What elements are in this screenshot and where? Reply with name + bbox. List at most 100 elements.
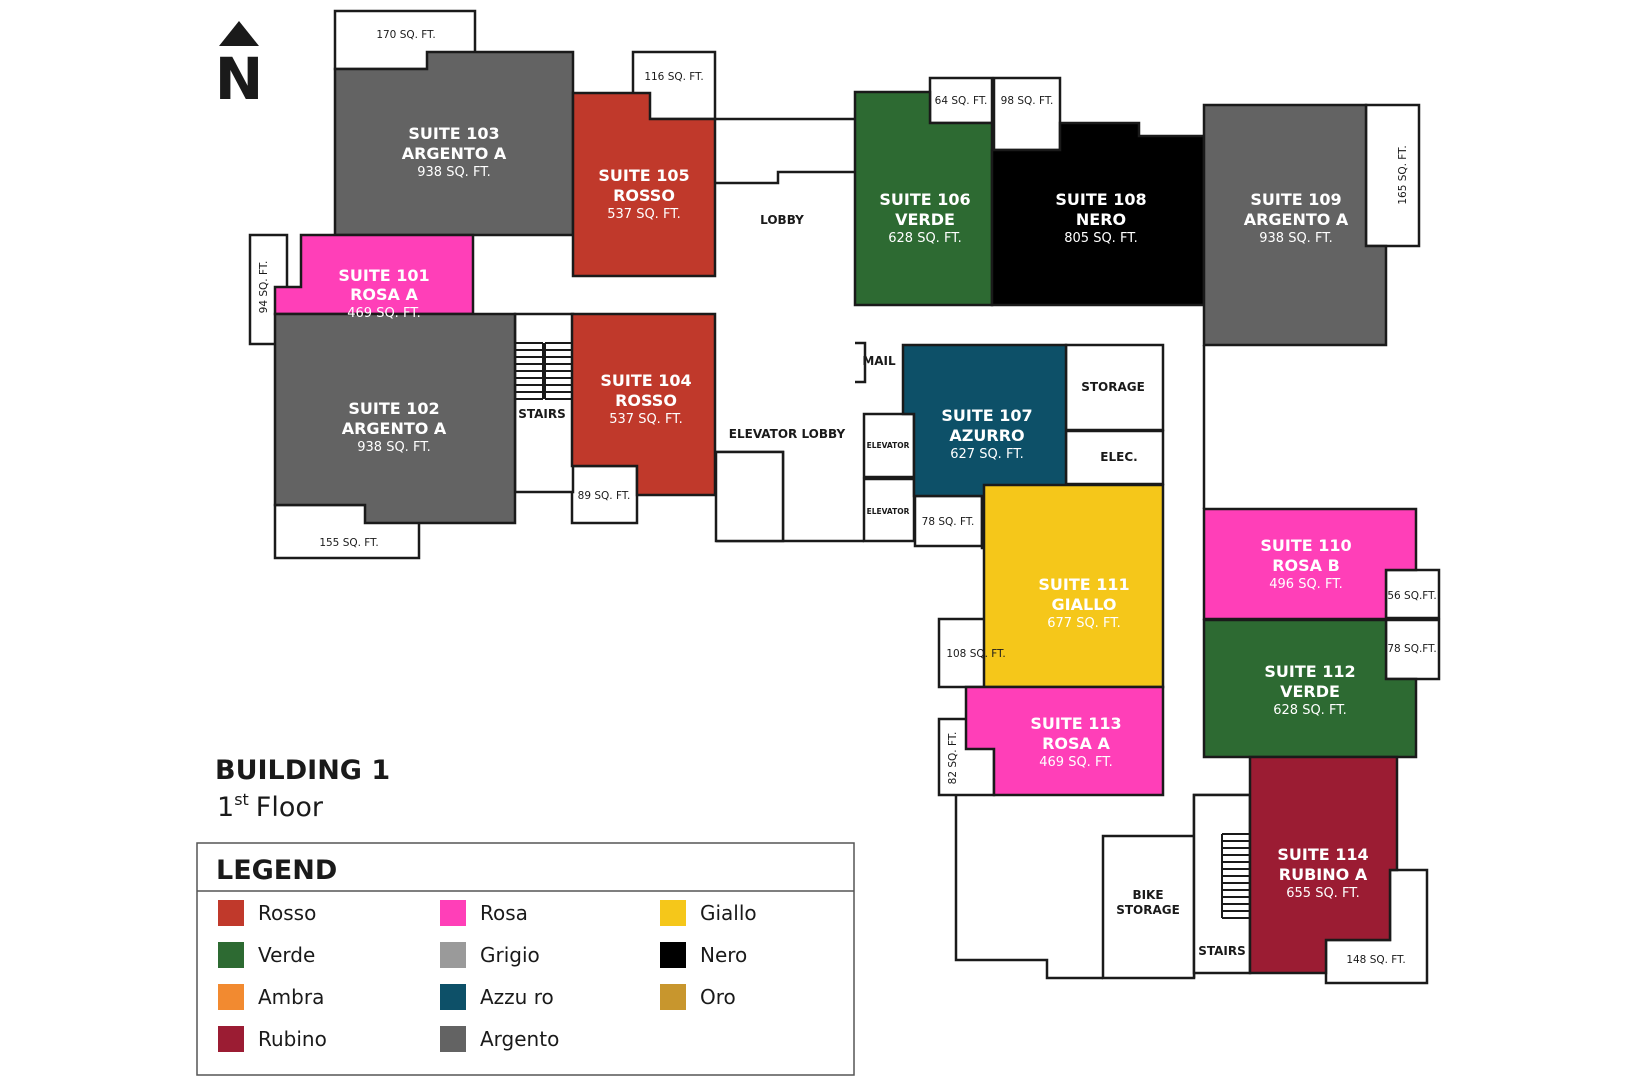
annex-98-label: 98 SQ. FT. [1001, 95, 1054, 107]
legend-label-argento: Argento [480, 1027, 559, 1051]
legend-label-verde: Verde [258, 943, 315, 967]
legend-swatch-nero [660, 942, 686, 968]
stairs-west-room [513, 312, 575, 494]
suite-111-color: GIALLO [1052, 595, 1117, 614]
suite-104-name: SUITE 104 [600, 371, 691, 390]
suite-106-name: SUITE 106 [879, 190, 970, 209]
suite-105[interactable] [571, 91, 717, 278]
suite-103-area: 938 SQ. FT. [417, 165, 490, 180]
suite-107-label: SUITE 107 AZURRO 627 SQ. FT. [941, 406, 1032, 462]
annex-56-label: 56 SQ.FT. [1387, 590, 1436, 602]
suite-101-label: SUITE 101 ROSA A 469 SQ. FT. [338, 266, 429, 321]
stairs-west-label: STAIRS [518, 407, 566, 421]
suite-112-name: SUITE 112 [1264, 662, 1355, 681]
legend-heading: LEGEND [216, 855, 337, 886]
suite-111-area: 677 SQ. FT. [1047, 616, 1120, 631]
suite-114[interactable] [1248, 755, 1399, 975]
suite-104-area: 537 SQ. FT. [609, 412, 682, 427]
annex-165-box [1364, 103, 1421, 248]
suite-107-area: 627 SQ. FT. [950, 447, 1023, 462]
suite-108[interactable] [990, 121, 1206, 307]
legend-swatch-rubino [218, 1026, 244, 1052]
legend-label-nero: Nero [700, 943, 747, 967]
annex-170-label: 170 SQ. FT. [376, 29, 435, 41]
suite-109[interactable] [1202, 103, 1388, 347]
floor-word: Floor [256, 792, 324, 823]
legend-label-azzuro: Azzu ro [480, 985, 554, 1009]
suite-109-area: 938 SQ. FT. [1259, 231, 1332, 246]
annex-78-label: 78 SQ. FT. [922, 516, 975, 528]
suite-109-color: ARGENTO A [1244, 210, 1349, 229]
suite-103-label: SUITE 103 ARGENTO A 938 SQ. FT. [402, 124, 507, 180]
annex-64-label: 64 SQ. FT. [935, 95, 988, 107]
legend-label-rosa: Rosa [480, 901, 528, 925]
suite-114-area: 655 SQ. FT. [1286, 886, 1359, 901]
suite-106-color: VERDE [895, 210, 955, 229]
annex-148-label: 148 SQ. FT. [1346, 954, 1405, 966]
annex-56-box [1384, 568, 1441, 620]
suite-113-color: ROSA A [1042, 734, 1110, 753]
suite-108-color: NERO [1076, 210, 1126, 229]
legend-swatch-azzuro [440, 984, 466, 1010]
suite-111-name: SUITE 111 [1038, 575, 1129, 594]
floor-suffix: st [234, 790, 249, 809]
suite-106-label: SUITE 106 VERDE 628 SQ. FT. [879, 190, 970, 246]
legend-label-rosso: Rosso [258, 901, 316, 925]
elevator-2-room [862, 477, 916, 543]
legend-swatch-grigio [440, 942, 466, 968]
legend-label-ambra: Ambra [258, 985, 324, 1009]
suite-112[interactable] [1202, 618, 1418, 759]
suite-101-area: 469 SQ. FT. [347, 306, 420, 321]
legend-swatch-giallo [660, 900, 686, 926]
suite-102-label: SUITE 102 ARGENTO A 938 SQ. FT. [342, 399, 447, 455]
legend-swatch-rosso [218, 900, 244, 926]
suite-112-label: SUITE 112 VERDE 628 SQ. FT. [1264, 662, 1355, 718]
suite-113[interactable] [964, 685, 1165, 797]
suite-102-area: 938 SQ. FT. [357, 440, 430, 455]
suite-114-name: SUITE 114 [1277, 845, 1368, 864]
bike-storage-label-2: STORAGE [1116, 903, 1180, 917]
storage-label: STORAGE [1081, 380, 1145, 394]
suite-107-name: SUITE 107 [941, 406, 1032, 425]
bike-storage-label-1: BIKE [1132, 888, 1163, 902]
stairs-east-label: STAIRS [1198, 944, 1246, 958]
suite-109-name: SUITE 109 [1250, 190, 1341, 209]
suite-110-color: ROSA B [1272, 556, 1340, 575]
suite-104-color: ROSSO [615, 391, 677, 410]
annex-94-label: 94 SQ. FT. [258, 261, 270, 314]
lobby-label: LOBBY [760, 213, 804, 227]
suite-104[interactable] [570, 312, 717, 497]
building-title: BUILDING 1 [215, 755, 390, 786]
elevator-lobby-label: ELEVATOR LOBBY [729, 427, 846, 441]
legend-swatch-oro [660, 984, 686, 1010]
legend-label-grigio: Grigio [480, 943, 540, 967]
suite-102-name: SUITE 102 [348, 399, 439, 418]
suite-107-color: AZURRO [949, 426, 1024, 445]
suite-108-area: 805 SQ. FT. [1064, 231, 1137, 246]
suite-114-label: SUITE 114 RUBINO A 655 SQ. FT. [1277, 845, 1368, 901]
suite-102[interactable] [273, 312, 517, 525]
legend-swatch-ambra [218, 984, 244, 1010]
suite-106[interactable] [853, 90, 994, 307]
suite-103-name: SUITE 103 [408, 124, 499, 143]
suite-104-label: SUITE 104 ROSSO 537 SQ. FT. [600, 371, 691, 427]
suite-109-label: SUITE 109 ARGENTO A 938 SQ. FT. [1244, 190, 1349, 246]
legend-swatch-argento [440, 1026, 466, 1052]
legend-label-rubino: Rubino [258, 1027, 327, 1051]
suite-110-label: SUITE 110 ROSA B 496 SQ. FT. [1260, 536, 1351, 592]
suite-110-area: 496 SQ. FT. [1269, 577, 1342, 592]
floor-number: 1 [217, 792, 234, 823]
annex-78-box [913, 494, 984, 548]
suite-113-name: SUITE 113 [1030, 714, 1121, 733]
legend-frame [196, 842, 855, 1076]
annex-108-label: 108 SQ. FT. [946, 648, 1005, 660]
suite-111-label: SUITE 111 GIALLO 677 SQ. FT. [1038, 575, 1129, 631]
suite-114-color: RUBINO A [1279, 865, 1368, 884]
suite-105-area: 537 SQ. FT. [607, 207, 680, 222]
suite-105-name: SUITE 105 [598, 166, 689, 185]
storage-room [1064, 343, 1165, 432]
suite-103-color: ARGENTO A [402, 144, 507, 163]
suite-112-color: VERDE [1280, 682, 1340, 701]
bike-storage-room [1101, 834, 1196, 980]
